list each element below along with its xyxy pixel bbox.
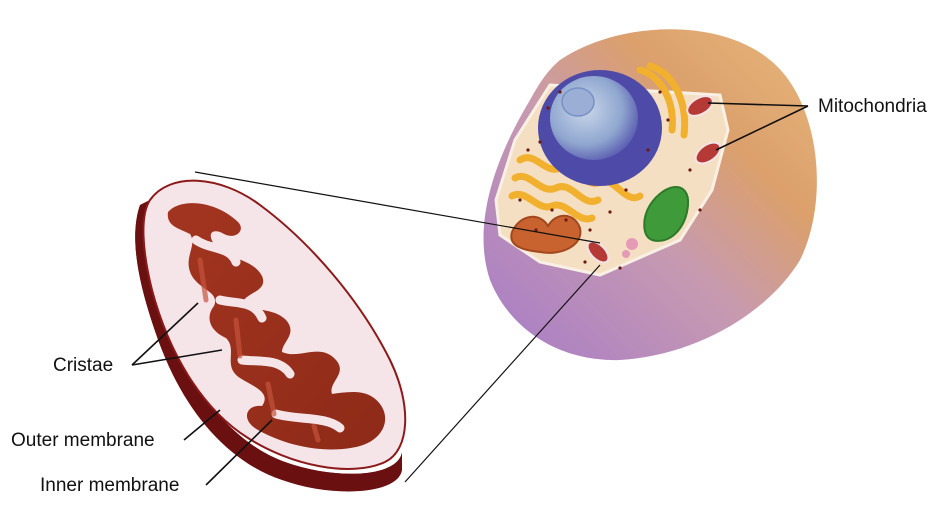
label-inner-membrane: Inner membrane xyxy=(40,476,179,495)
nucleus-interior xyxy=(550,76,638,160)
mitochondrion-enlarged xyxy=(135,181,405,492)
label-outer-membrane: Outer membrane xyxy=(11,431,155,450)
animal-cell xyxy=(484,29,817,360)
nucleolus xyxy=(562,88,594,116)
label-mitochondria: Mitochondria xyxy=(818,97,927,116)
vesicle xyxy=(626,238,638,250)
vesicle xyxy=(622,250,630,258)
label-cristae: Cristae xyxy=(53,356,113,375)
